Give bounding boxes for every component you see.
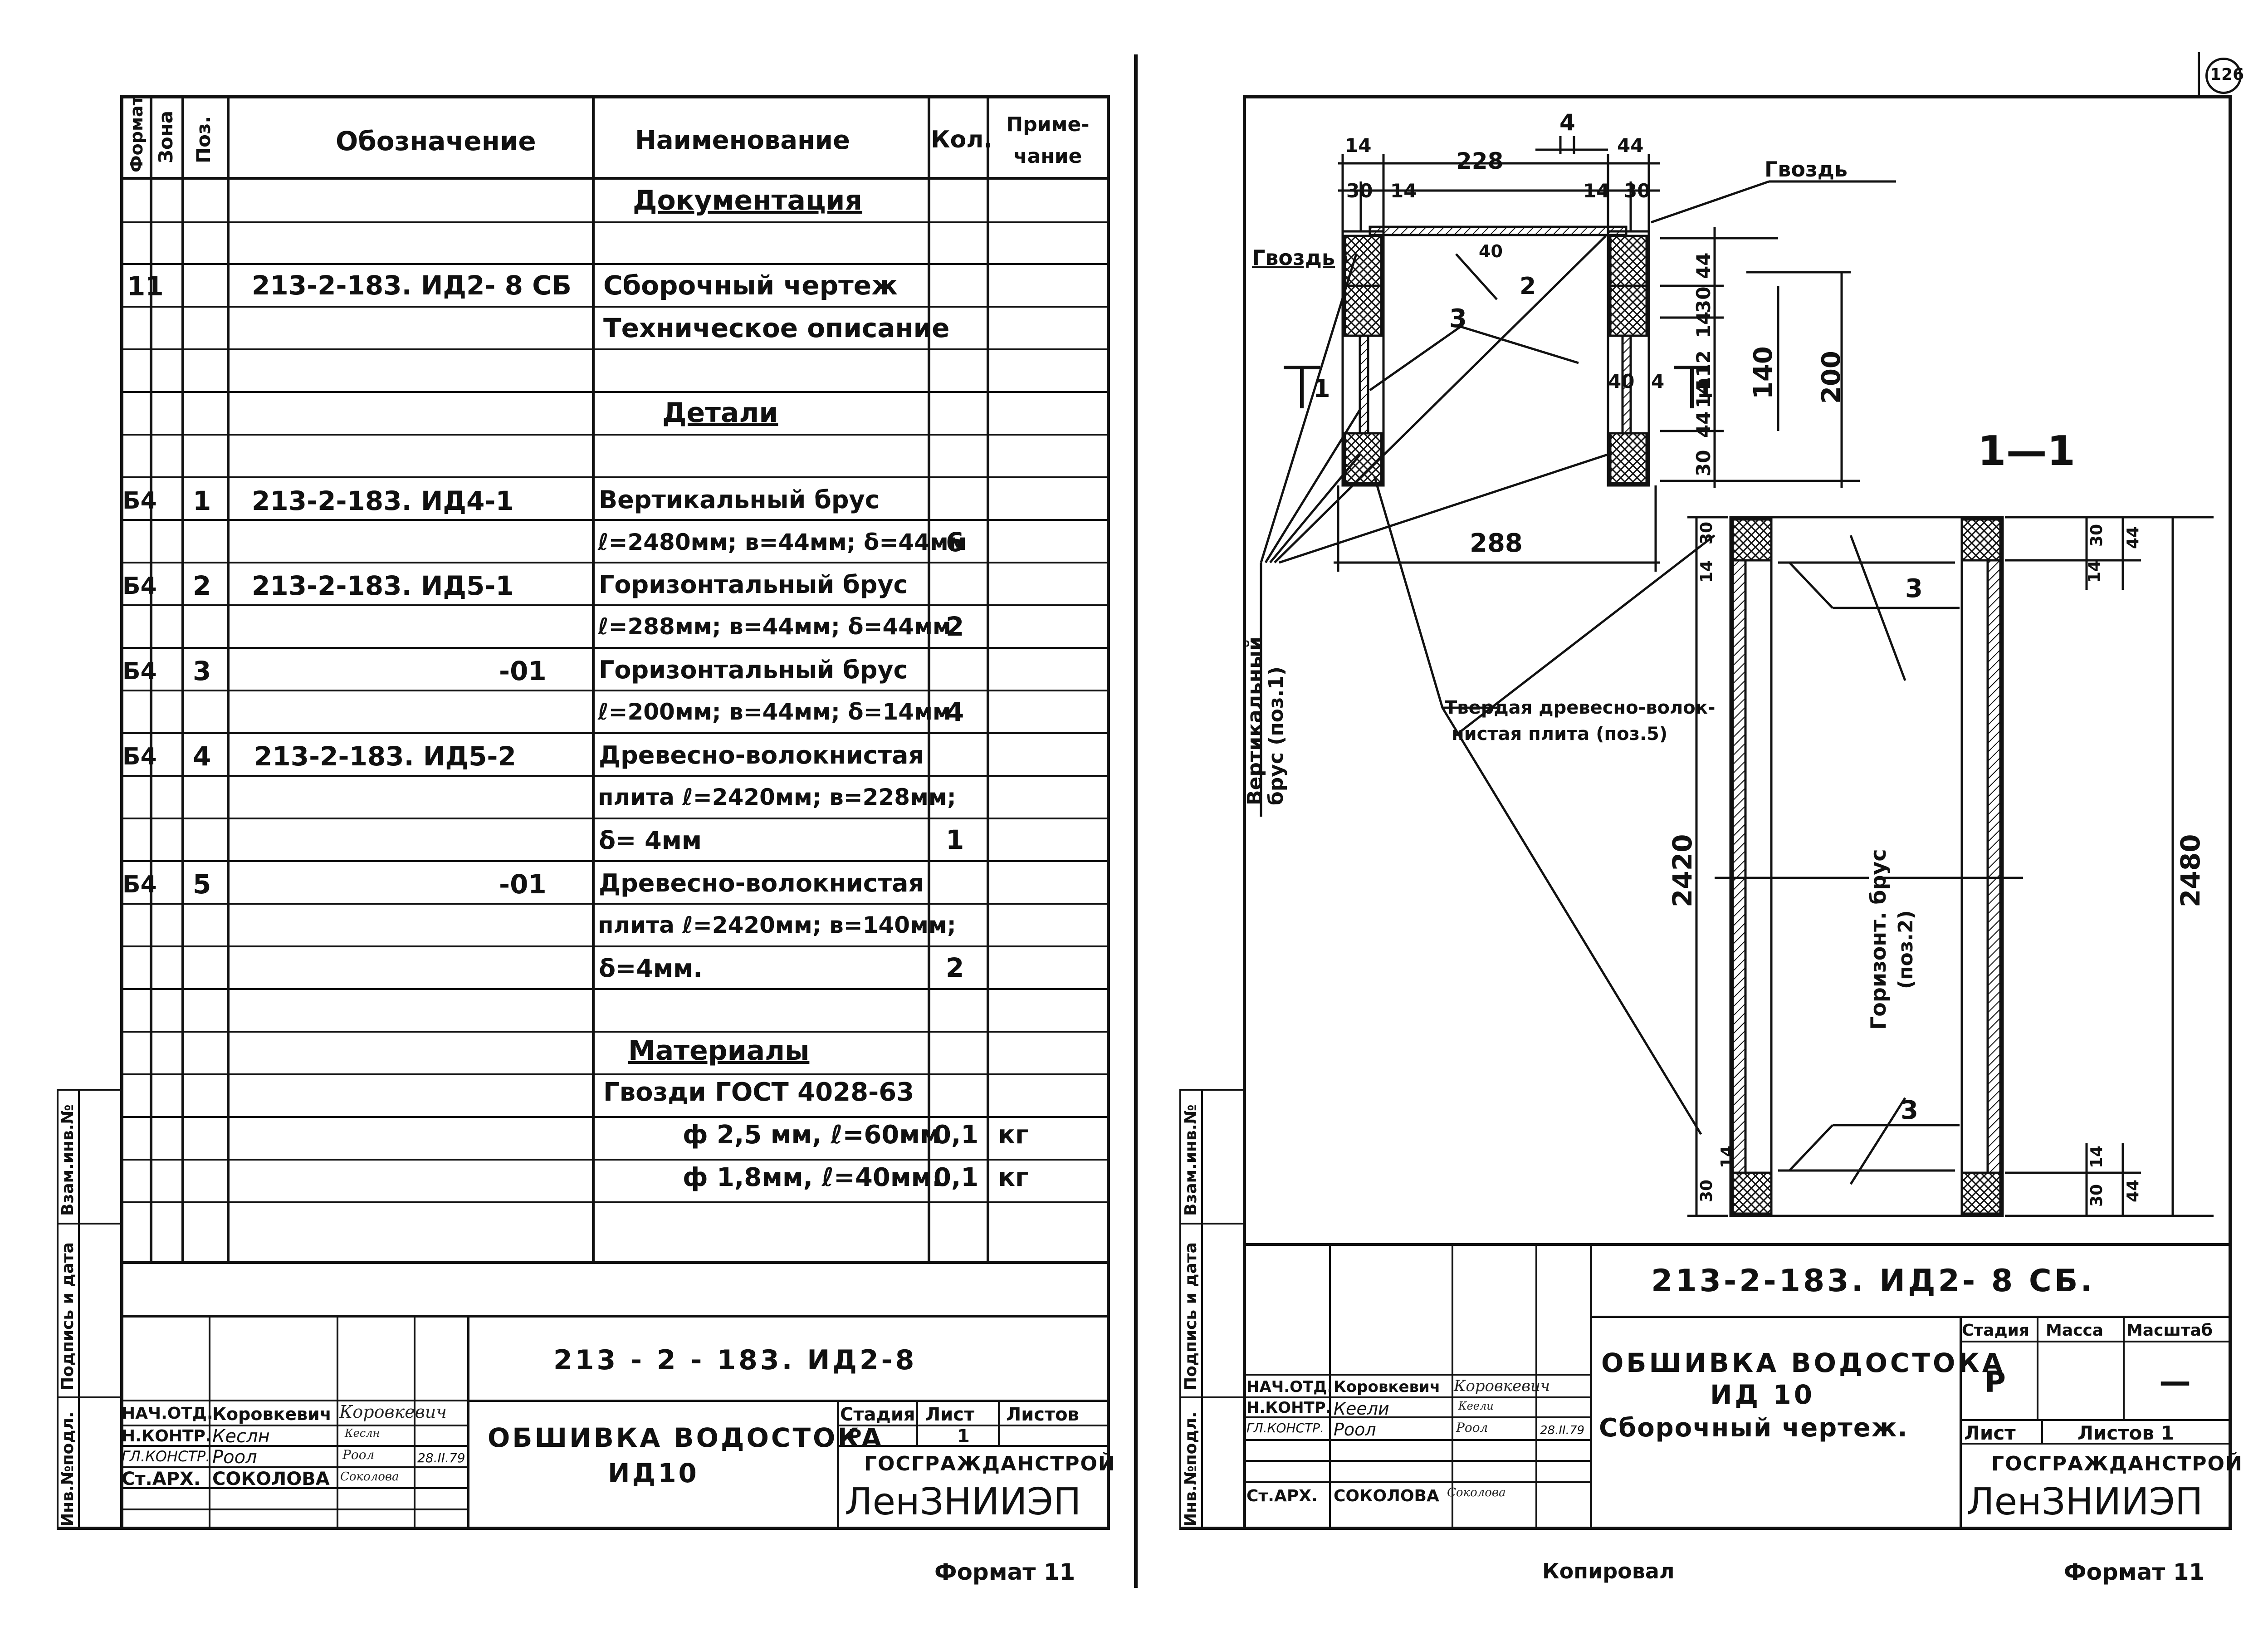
- right-title-line1: ОБШИВКА ВОДОСТОКА: [1601, 1347, 2005, 1378]
- section-heading-materials: Материалы: [628, 1035, 810, 1067]
- page-number: 126: [2198, 52, 2244, 98]
- signature-image: Кеели: [1458, 1400, 1494, 1412]
- right-format-footer: Формат 11: [2064, 1559, 2205, 1585]
- signature-image: Роол: [342, 1447, 375, 1462]
- signature-image: Соколова: [340, 1470, 399, 1484]
- header-note: Приме-чание: [1006, 113, 1090, 168]
- left-doc-code: 213 - 2 - 183. ИД2-8: [553, 1344, 917, 1376]
- vertical-bar-label: Вертикальный: [1243, 637, 1266, 805]
- signature-image: Кеслн: [345, 1427, 380, 1440]
- assembly-drawing: [1260, 136, 2214, 1217]
- nail-label-right: Гвоздь: [1765, 157, 1848, 181]
- header-designation: Обозначение: [336, 126, 536, 157]
- left-org-name: ЛенЗНИИЭП: [845, 1480, 1081, 1523]
- section-1-1-view: [1687, 516, 2214, 1217]
- fiberboard-label: Твердая древесно-волок-: [1445, 697, 1716, 718]
- right-title-line2: ИД 10: [1710, 1379, 1815, 1410]
- right-org-name: ЛенЗНИИЭП: [1966, 1480, 2203, 1523]
- right-doc-code: 213-2-183. ИД2- 8 СБ.: [1651, 1263, 2095, 1299]
- signature-image: Соколова: [1447, 1486, 1506, 1499]
- page-divider: [1134, 54, 1138, 1588]
- copied-footer: Копировал: [1542, 1559, 1675, 1583]
- left-title-line2: ИД10: [608, 1458, 699, 1489]
- left-title-line1: ОБШИВКА ВОДОСТОКА: [488, 1422, 884, 1453]
- left-format-footer: Формат 11: [934, 1559, 1075, 1585]
- section-heading-docs: Документация: [633, 185, 862, 216]
- signature-image: Коровкевич: [1454, 1377, 1550, 1395]
- section-heading-parts: Детали: [662, 397, 778, 429]
- section-label: 1—1: [1978, 427, 2076, 475]
- signature-image: Коровкевич: [339, 1402, 447, 1422]
- header-name: Наименование: [635, 126, 850, 155]
- right-title-line3: Сборочный чертеж.: [1599, 1413, 1908, 1443]
- cross-section-view: [1260, 136, 1896, 1135]
- horizontal-bar-label: Горизонт. брус: [1866, 849, 1891, 1030]
- signature-image: Роол: [1456, 1420, 1488, 1435]
- nail-label-left: Гвоздь: [1252, 245, 1335, 270]
- header-qty: Кол.: [931, 126, 993, 153]
